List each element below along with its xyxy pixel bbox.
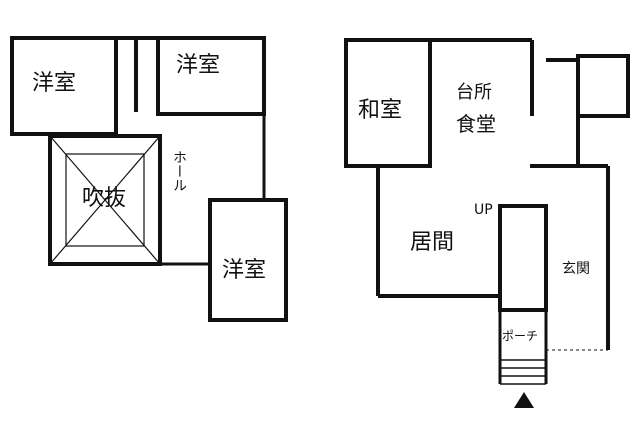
room-label-western-1: 洋室	[32, 71, 77, 96]
room-label-western-3: 洋室	[222, 258, 267, 283]
room-label-entrance: 玄関	[562, 261, 590, 277]
room-label-porch: ポーチ	[502, 329, 539, 343]
second-floor-walls	[10, 36, 288, 322]
room-label-kitchen: 台所	[456, 82, 492, 103]
room-label-dining: 食堂	[456, 112, 496, 136]
room-label-hall: ホール	[171, 150, 187, 192]
stair-up-label: UP	[474, 202, 493, 218]
room-label-living: 居間	[410, 230, 455, 255]
room-label-western-2: 洋室	[176, 53, 221, 78]
room-label-void: 吹抜	[82, 186, 127, 211]
stairs	[500, 359, 546, 385]
entrance-arrow-icon	[514, 392, 534, 408]
void-cross	[49, 135, 161, 265]
room-label-japanese: 和室	[358, 98, 403, 123]
first-floor-walls	[344, 38, 630, 384]
